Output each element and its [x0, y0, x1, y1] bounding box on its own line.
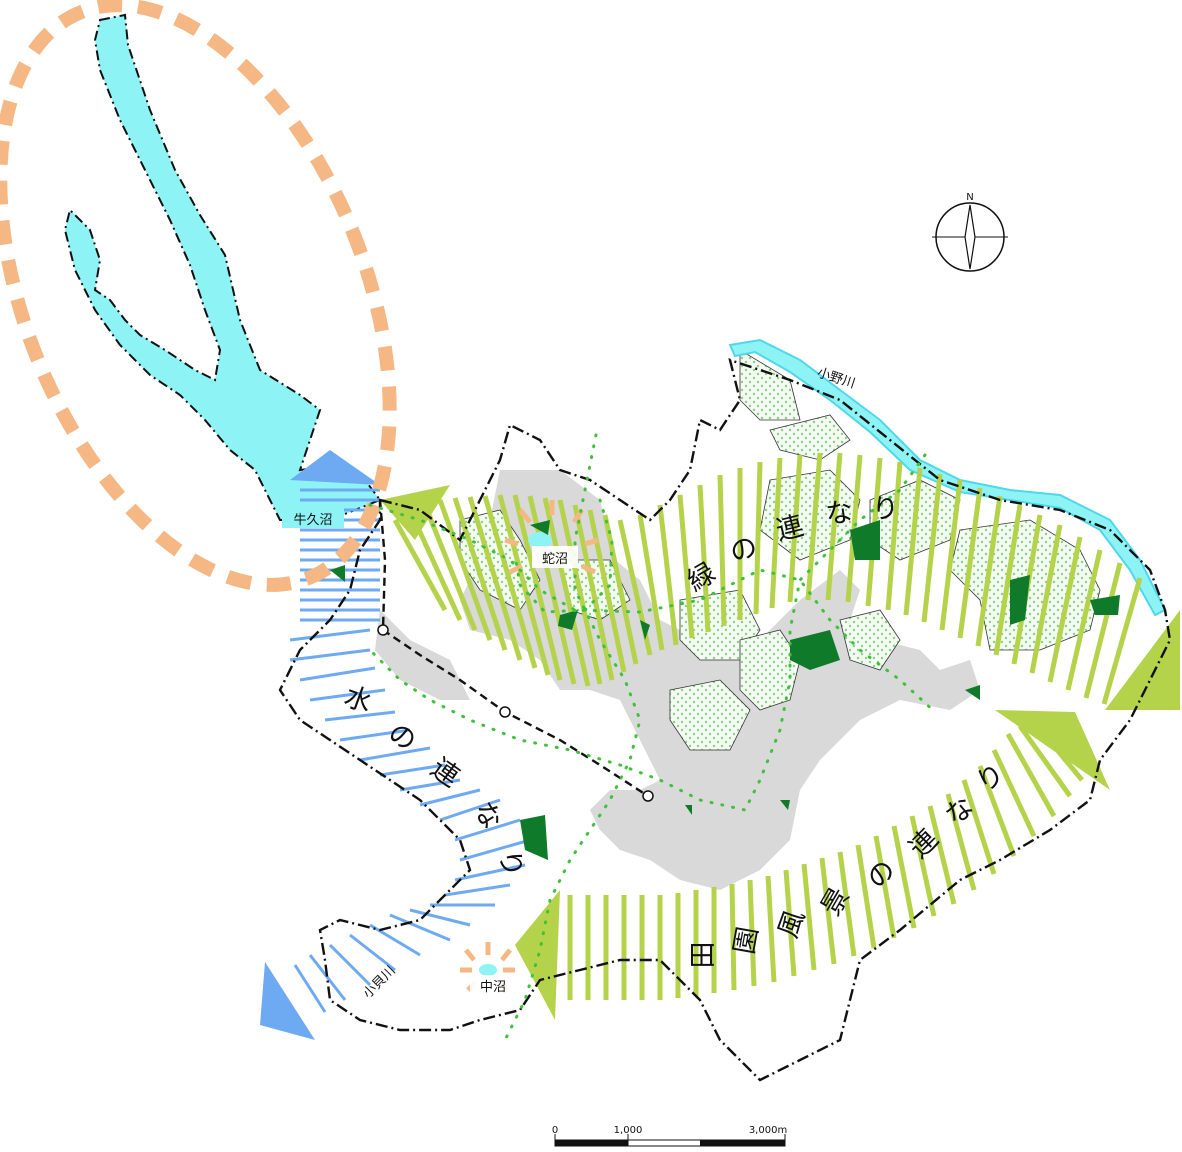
rural-corridor-char-1: 田	[688, 942, 719, 969]
green-network-routes	[368, 433, 937, 1042]
green-corridor-arrow-east	[1105, 610, 1180, 710]
city-boundary	[278, 358, 1172, 1082]
ushiku-numa-ellipse	[0, 0, 397, 592]
water-bodies	[63, 13, 1167, 617]
water-corridor-arrow-south	[260, 962, 315, 1040]
rural-corridor	[567, 720, 1084, 1000]
hebi-numa-route-ring	[513, 498, 614, 614]
green-corridor-char-4: な	[824, 497, 854, 531]
railway-stations	[377, 624, 654, 802]
scale-tick-0: 0	[552, 1125, 558, 1136]
water-corridor-char-3: 連	[425, 753, 465, 794]
label-ushiku-numa: 牛久沼	[293, 513, 332, 528]
scale-bar: 0 1,000 3,000m	[552, 1125, 787, 1147]
scale-tick-1000: 1,000	[614, 1125, 643, 1136]
rural-corridor-char-3: 風	[773, 906, 811, 942]
ushiku-numa-lake	[63, 13, 382, 521]
railway-line	[378, 499, 649, 798]
green-corridor-arrow-west	[380, 485, 450, 540]
label-naka-numa: 中沼	[480, 980, 506, 995]
label-hebi-numa: 蛇沼	[542, 552, 568, 567]
rural-corridor-char-7: な	[940, 791, 980, 832]
forest-patches	[330, 520, 1120, 860]
water-corridor-char-5: り	[493, 848, 528, 880]
hebi-numa-pond	[528, 532, 552, 548]
ono-river	[728, 338, 1167, 617]
green-corridor-char-5: り	[871, 494, 899, 526]
rural-corridor-arrow-east	[995, 710, 1110, 790]
rural-corridor-char-2: 園	[729, 925, 764, 957]
green-corridor	[392, 452, 1143, 705]
naka-numa-pond	[479, 964, 497, 976]
north-compass-icon: N	[932, 192, 1008, 272]
rural-corridor-char-8: り	[971, 758, 1010, 798]
compass-north-label: N	[966, 192, 973, 203]
water-corridor-arrow-north	[290, 450, 380, 485]
scale-tick-3000: 3,000m	[749, 1125, 787, 1136]
water-corridor-char-4: な	[467, 796, 507, 835]
